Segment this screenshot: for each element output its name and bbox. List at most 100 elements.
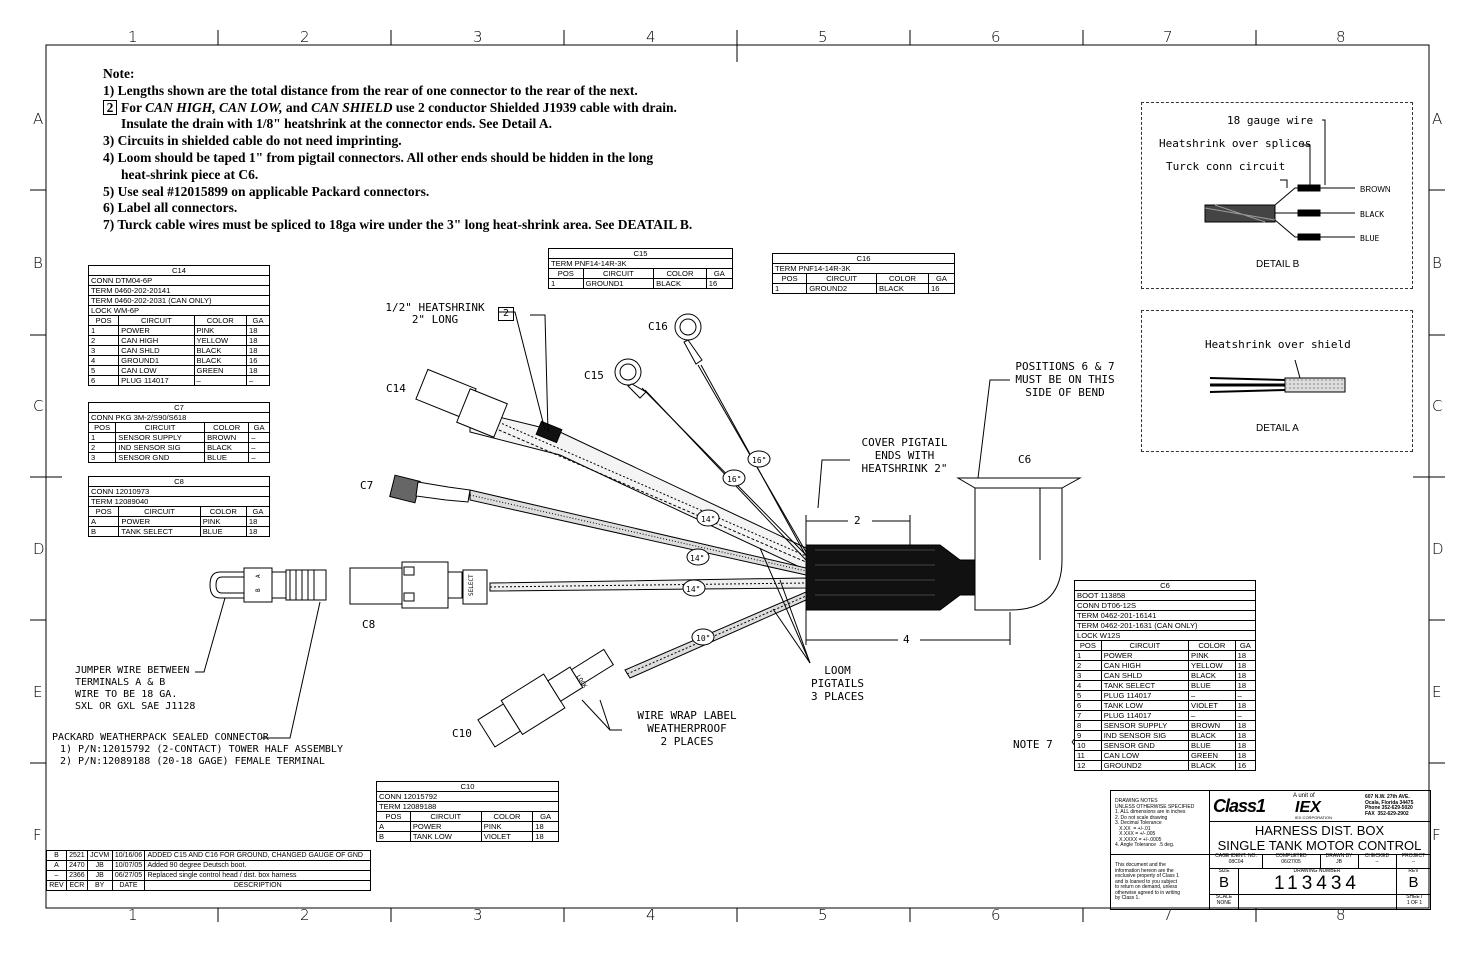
table-spec-row: CONN PKG 3M-2/S90/S618 — [88, 412, 270, 423]
drawn-label: DRAWN BY — [1325, 853, 1353, 859]
table-cell: COLOR — [653, 268, 707, 279]
grid-col-6-bottom: 6 — [991, 906, 1001, 924]
table-cell: B — [376, 831, 411, 842]
table-cell: 6 — [87, 375, 120, 386]
grid-row-a-right: A — [1432, 110, 1443, 128]
table-cell: C7 — [88, 402, 270, 413]
length-14-c: 14" — [686, 585, 701, 594]
dimension-4: 4 — [903, 633, 910, 646]
jumper-label-3: WIRE TO BE 18 GA. — [75, 689, 178, 700]
text-line: X.XX = +/-.01 — [1115, 825, 1151, 832]
table-cell: – — [248, 442, 270, 453]
sheet-value: 1 OF 1 — [1406, 900, 1423, 906]
table-spec-row: LOCK WM-6P — [88, 305, 270, 316]
table-cell: YELLOW — [1188, 660, 1236, 671]
table-cell: GREEN — [193, 365, 248, 376]
wire-wrap-label-1: WIRE WRAP LABEL — [637, 709, 737, 722]
table-cell: 16 — [705, 278, 734, 289]
table-cell: VIOLET — [1188, 700, 1236, 711]
grid-col-5-bottom: 5 — [818, 906, 828, 924]
table-cell: BROWN — [204, 432, 250, 443]
table-cell: BLUE — [1188, 680, 1236, 691]
table-cell: TERM PNF14-14R-3K — [548, 258, 733, 269]
table-cell: 18 — [246, 325, 270, 336]
table-cell: TERM 12089040 — [88, 496, 270, 507]
table-cell: 9 — [1074, 730, 1102, 741]
table-spec-row: TERM 0462-201-1631 (CAN ONLY) — [1074, 620, 1256, 631]
sheet-label: SHEET — [1406, 894, 1423, 900]
note-ref-2: 2 — [498, 307, 514, 321]
table-cell: C10 — [376, 781, 559, 792]
table-cell: CIRCUIT — [118, 506, 201, 517]
note-2-cont: Insulate the drain with 1/8" heatshrink … — [121, 116, 553, 132]
iex-logo: IEX — [1295, 799, 1321, 816]
table-cell: 4 — [87, 355, 120, 366]
table-cell: – — [1188, 710, 1236, 721]
cover-pigtail-label-3: HEATSHRINK 2" — [861, 462, 948, 475]
grid-row-c-right: C — [1432, 397, 1443, 415]
table-cell: 18 — [1234, 660, 1257, 671]
positions-label-2: MUST BE ON THIS — [1015, 373, 1115, 386]
note-7: 7) Turck cable wires must be spliced to … — [103, 217, 693, 233]
table-cell: 7 — [1074, 710, 1102, 721]
text-line: by Class 1. — [1115, 895, 1140, 901]
table-cell: 18 — [245, 526, 271, 537]
table-cell: 18 — [246, 335, 270, 346]
table-cell: CIRCUIT — [118, 315, 195, 326]
table-spec-row: TERM PNF14-14R-3K — [772, 263, 955, 274]
table-cell: TANK SELECT — [118, 526, 201, 537]
heatshrink-label-2: 2" LONG — [411, 313, 459, 326]
table-spec-row: TERM PNF14-14R-3K — [548, 258, 733, 269]
jumper-label-4: SXL OR GXL SAE J1128 — [75, 701, 196, 712]
table-cell: 18 — [1234, 700, 1257, 711]
table-cell: LOCK W12S — [1074, 630, 1256, 641]
table-cell: 16 — [246, 355, 270, 366]
table-cell: 5 — [1074, 690, 1102, 701]
grid-col-8: 8 — [1336, 28, 1346, 46]
jumper-terminal-a: A — [255, 574, 262, 578]
table-cell: CONN DT06-12S — [1074, 600, 1256, 611]
table-cell: PINK — [1188, 650, 1236, 661]
table-spec-row: TERM 0462-201-16141 — [1074, 610, 1256, 621]
table-cell: 18 — [1234, 680, 1257, 691]
table-cell: CONN 12010973 — [88, 486, 270, 497]
table-cell: GREEN — [1188, 750, 1236, 761]
table-cell: BLUE — [199, 526, 247, 537]
detail-b-title: DETAIL B — [1256, 259, 1300, 270]
table-title-row: C8 — [88, 476, 270, 487]
text-line: X.XXXX = +/-.0005 — [1115, 836, 1162, 843]
table-cell: 10/07/05 — [111, 860, 146, 871]
table-cell: POS — [771, 273, 808, 284]
table-cell: – — [1234, 690, 1257, 701]
grid-col-4-bottom: 4 — [646, 906, 656, 924]
class1-logo: Class1 — [1213, 796, 1266, 816]
table-cell: ECR — [65, 880, 88, 891]
table-cell: C8 — [88, 476, 270, 487]
table-cell: CONN 12015792 — [376, 791, 559, 802]
text-line: 3. Decimal Tolerance — [1115, 820, 1162, 826]
table-cell: POWER — [409, 821, 482, 832]
table-cell: ADDED C15 AND C16 FOR GROUND, CHANGED GA… — [144, 850, 371, 861]
drawing-title-1: HARNESS DIST. BOX — [1254, 823, 1385, 838]
detail-a-box — [1141, 310, 1413, 452]
drawing-title-2: SINGLE TANK MOTOR CONTROL — [1217, 838, 1422, 853]
jumper-terminal-b: B — [255, 588, 262, 592]
